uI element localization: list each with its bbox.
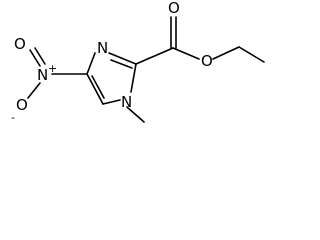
bond-ch2-ch3	[238, 46, 265, 63]
atom-ester-carbonyl-oxygen: O	[168, 0, 180, 17]
bond-nitro-o-top-a	[29, 49, 41, 67]
atom-nitro-nitrogen-charge: +	[48, 62, 57, 75]
bond-c5-n1	[102, 99, 121, 105]
atom-ester-ether-oxygen: O	[201, 52, 213, 70]
bond-nitro-o-top-b	[34, 47, 46, 65]
bond-nitro-o-bottom	[27, 82, 41, 99]
atom-nitro-nitrogen: N	[37, 66, 48, 84]
bond-c4-c5	[86, 73, 104, 105]
bond-ether-o-ch2	[212, 46, 240, 60]
bond-c2-carbonyl	[135, 47, 174, 65]
bond-n3-c4	[86, 52, 96, 75]
atom-nitro-oxygen-bottom-charge: -	[11, 111, 15, 124]
bond-carbonyl-ether-o	[172, 47, 200, 60]
bonds	[27, 16, 265, 123]
bond-n1-c2	[130, 63, 137, 93]
bond-c2-n3	[108, 52, 137, 65]
atom-ring-nitrogen-1: N	[121, 93, 132, 111]
chemical-structure: O O N N N + O O -	[11, 0, 265, 124]
bond-n1-methyl	[126, 106, 145, 123]
atom-nitro-oxygen-top: O	[14, 35, 26, 53]
atom-ring-nitrogen-3: N	[97, 39, 108, 57]
bond-c2-n3-inner	[110, 59, 133, 69]
bond-c4-c5-inner	[91, 75, 105, 99]
atom-labels: O O N N N + O O -	[11, 0, 213, 124]
atom-nitro-oxygen-bottom: O	[16, 96, 28, 114]
